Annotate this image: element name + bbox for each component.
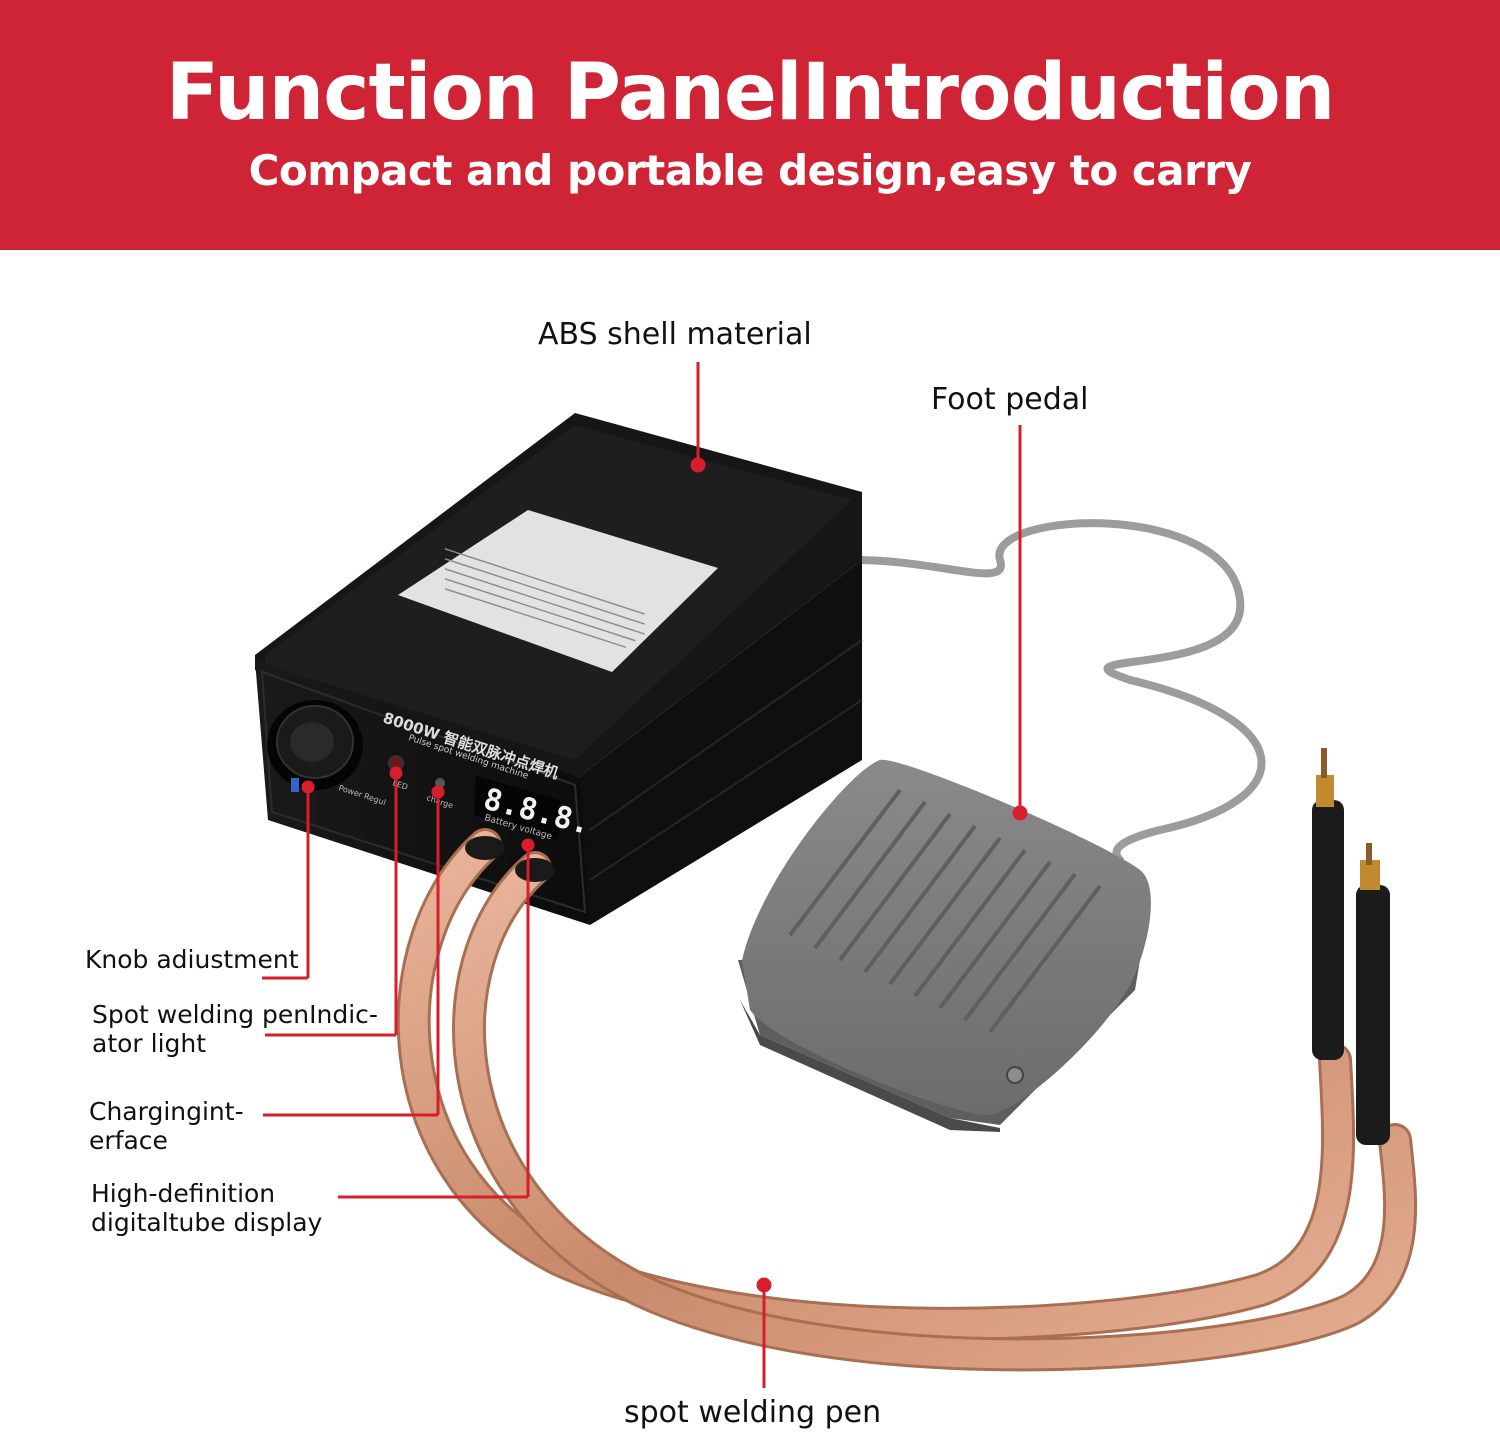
adjust-knob <box>267 700 363 790</box>
leader-lines <box>262 362 1028 1388</box>
welding-pen-right <box>1356 843 1390 1145</box>
callout-foot-pedal: Foot pedal <box>931 382 1089 417</box>
callout-digital-display: High-definition digitaltube display <box>91 1179 323 1237</box>
header-banner <box>0 0 1500 250</box>
product-illustration: 8000W 智能双脉冲点焊机 Pulse spot welding machin… <box>255 362 1418 1388</box>
welding-pen-left <box>1312 748 1344 1060</box>
callout-abs-shell: ABS shell material <box>538 317 812 352</box>
box-side-face <box>575 560 862 925</box>
page-subtitle: Compact and portable design,easy to carr… <box>248 146 1252 195</box>
foot-pedal-body <box>738 759 1151 1132</box>
callout-welding-pen: spot welding pen <box>624 1395 882 1430</box>
digital-display <box>474 776 560 840</box>
pedal-cable <box>851 519 1266 864</box>
charge-port <box>435 778 445 788</box>
welding-cables <box>396 828 1418 1372</box>
page-title: Function PanelIntroduction <box>165 48 1336 138</box>
callout-charging-interface: Chargingint- erface <box>89 1097 244 1155</box>
callout-knob: Knob adiustment <box>85 945 299 974</box>
callout-indicator-light: Spot welding penIndic- ator light <box>92 1000 378 1058</box>
